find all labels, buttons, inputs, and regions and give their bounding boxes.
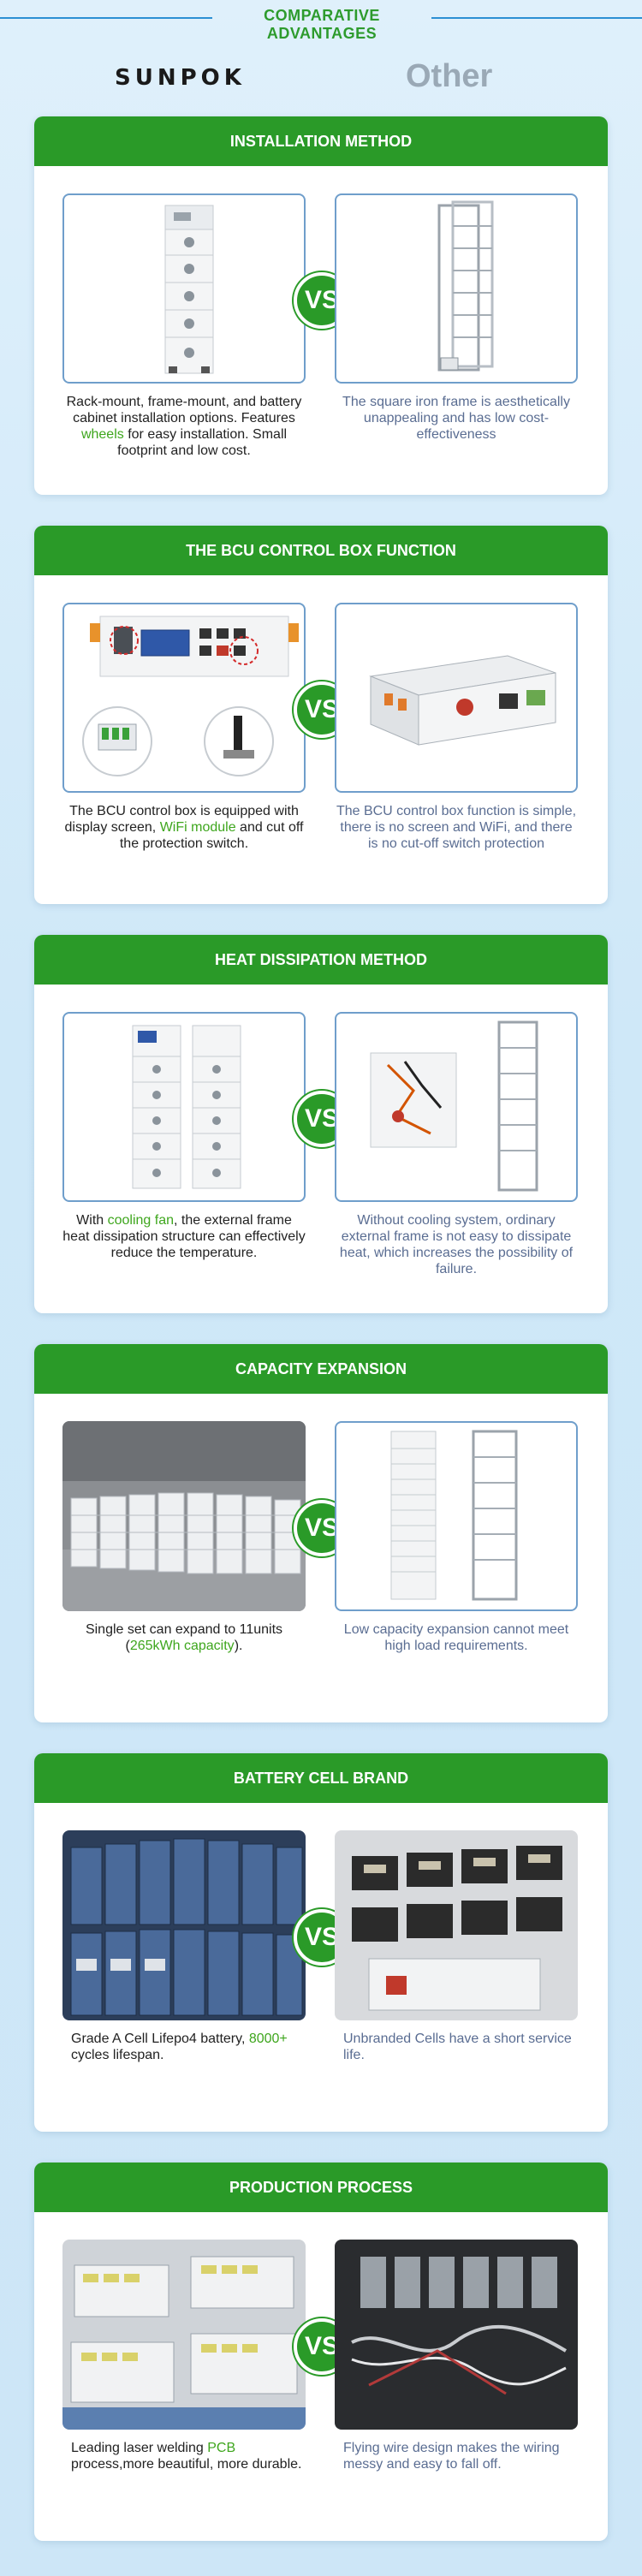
capacity-other-caption: Low capacity expansion cannot meet high … bbox=[343, 1622, 569, 1653]
section-title: PRODUCTION PROCESS bbox=[34, 2163, 608, 2212]
installation-other-caption: The square iron frame is aesthetically u… bbox=[342, 395, 570, 442]
cell-ours-caption: Grade A Cell Lifepo4 battery, 8000+ cycl… bbox=[71, 2032, 288, 2062]
section-title: INSTALLATION METHOD bbox=[34, 116, 608, 166]
header-line-right bbox=[431, 17, 642, 19]
laser-welded-image bbox=[62, 2240, 306, 2430]
iron-frame-image bbox=[335, 193, 578, 384]
section-heat-dissipation: HEAT DISSIPATION METHOD VS With bbox=[34, 935, 608, 1313]
tall-racks-image bbox=[335, 1421, 578, 1611]
section-title: CAPACITY EXPANSION bbox=[34, 1344, 608, 1394]
section-capacity-expansion: CAPACITY EXPANSION VS Single set can exp… bbox=[34, 1344, 608, 1722]
bcu-box-image bbox=[62, 603, 306, 793]
installation-ours-caption: Rack-mount, frame-mount, and battery cab… bbox=[66, 395, 302, 458]
bcu-other-caption: The BCU control box function is simple, … bbox=[336, 804, 577, 851]
section-installation-method: INSTALLATION METHOD VS bbox=[34, 116, 608, 495]
section-bcu-control-box: THE BCU CONTROL BOX FUNCTION VS bbox=[34, 526, 608, 904]
process-ours-caption: Leading laser welding PCB process,more b… bbox=[71, 2441, 302, 2472]
header-line-left bbox=[0, 17, 212, 19]
section-production-process: PRODUCTION PROCESS VS Leading las bbox=[34, 2163, 608, 2541]
heat-ours-caption: With cooling fan, the external frame hea… bbox=[62, 1213, 306, 1260]
bcu-ours-caption: The BCU control box is equipped with dis… bbox=[64, 804, 304, 851]
section-title: THE BCU CONTROL BOX FUNCTION bbox=[34, 526, 608, 575]
cell-other-caption: Unbranded Cells have a short service lif… bbox=[343, 2032, 572, 2062]
section-title: HEAT DISSIPATION METHOD bbox=[34, 935, 608, 985]
flying-wire-image bbox=[335, 2240, 578, 2430]
comparison-header: COMPARATIVE ADVANTAGES bbox=[0, 0, 642, 42]
other-label: Other bbox=[406, 58, 493, 94]
process-other-caption: Flying wire design makes the wiring mess… bbox=[343, 2441, 560, 2472]
plain-control-box-image bbox=[335, 603, 578, 793]
sunpok-logo: SUNPOK bbox=[115, 65, 246, 91]
header-title: COMPARATIVE ADVANTAGES bbox=[264, 7, 380, 42]
capacity-ours-caption: Single set can expand to 11units (265kWh… bbox=[85, 1622, 283, 1653]
stacked-battery-image bbox=[62, 193, 306, 384]
unbranded-cells-image bbox=[335, 1830, 578, 2020]
heat-other-caption: Without cooling system, ordinary externa… bbox=[339, 1213, 574, 1276]
open-rack-image bbox=[335, 1012, 578, 1202]
brand-row: SUNPOK Other bbox=[0, 58, 642, 101]
section-battery-cell-brand: BATTERY CELL BRAND VS Grade A Cell Lifep bbox=[34, 1753, 608, 2132]
battery-towers-image bbox=[62, 1012, 306, 1202]
lifepo4-cells-image bbox=[62, 1830, 306, 2020]
section-title: BATTERY CELL BRAND bbox=[34, 1753, 608, 1803]
warehouse-batteries-image bbox=[62, 1421, 306, 1611]
